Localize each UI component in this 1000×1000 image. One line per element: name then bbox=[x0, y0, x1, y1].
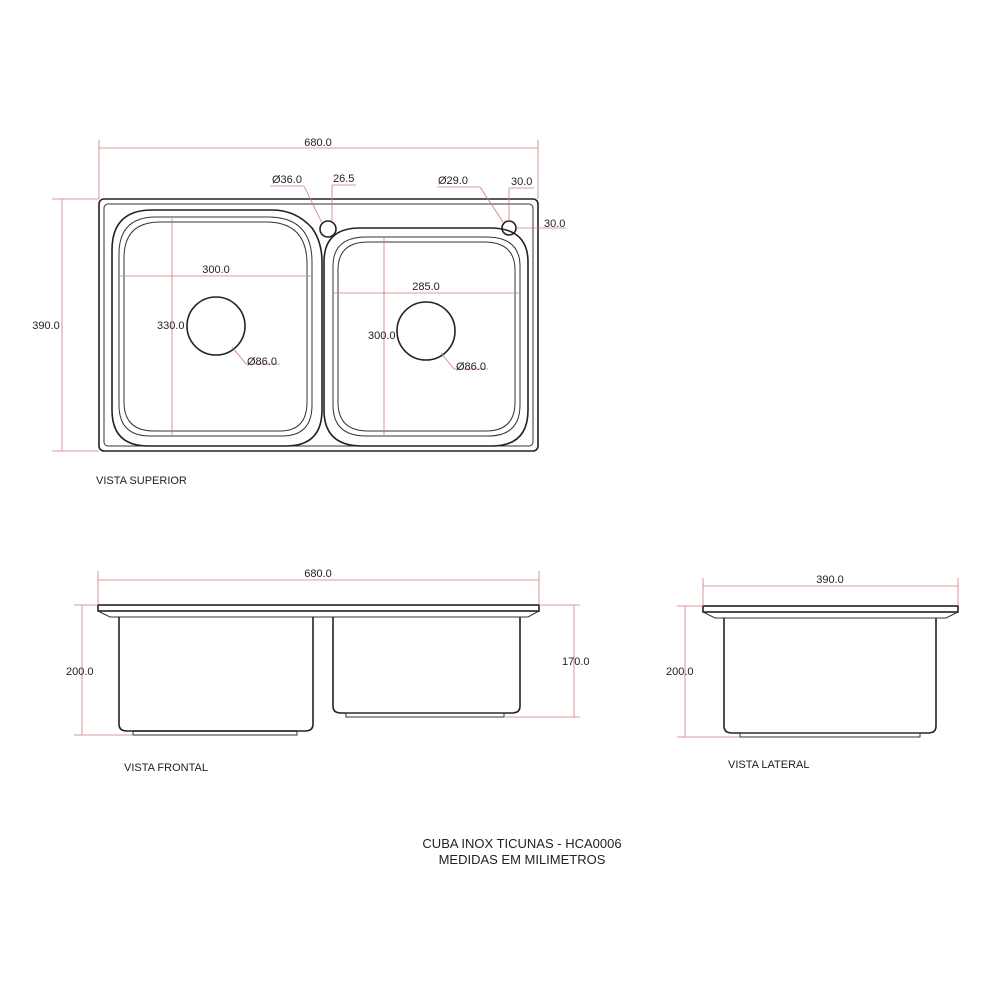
front-view-rim-lip bbox=[97, 610, 540, 618]
dim-hole2-offset-x-label: 30.0 bbox=[511, 176, 532, 188]
left-bowl-outer bbox=[111, 209, 323, 447]
front-view-rim bbox=[97, 604, 540, 612]
top-view-rim-outer bbox=[98, 198, 539, 452]
dim-bowl2-drain-label: Ø86.0 bbox=[456, 361, 486, 373]
side-view-bowl bbox=[723, 618, 937, 734]
side-view: 390.0 200.0 VISTA LATERAL bbox=[666, 574, 959, 771]
side-view-label: VISTA LATERAL bbox=[728, 759, 810, 771]
dim-top-depth-label: 390.0 bbox=[32, 320, 60, 332]
right-bowl-floor bbox=[337, 241, 516, 432]
footer-subtitle: MEDIDAS EM MILIMETROS bbox=[439, 852, 606, 867]
dim-bowl1-depth-label: 330.0 bbox=[157, 320, 185, 332]
side-view-bowl-foot bbox=[739, 732, 921, 738]
dim-hole1-leader-diag bbox=[303, 185, 323, 224]
dim-bowl1-drain-leader bbox=[231, 346, 247, 365]
footer-title: CUBA INOX TICUNAS - HCA0006 bbox=[422, 836, 621, 851]
dim-hole1-offset-label: 26.5 bbox=[333, 173, 354, 185]
front-view: 680.0 200.0 170.0 VISTA FRONTAL bbox=[66, 568, 590, 774]
dim-bowl2-width-label: 285.0 bbox=[412, 281, 440, 293]
front-left-bowl bbox=[118, 617, 314, 732]
tap-hole-1 bbox=[319, 220, 337, 238]
dim-side-height-label: 200.0 bbox=[666, 666, 694, 678]
side-view-rim-lip bbox=[702, 611, 959, 619]
dim-front-height-left-label: 200.0 bbox=[66, 666, 94, 678]
dim-front-height-right-label: 170.0 bbox=[562, 656, 590, 668]
dim-bowl2-depth-label: 300.0 bbox=[368, 330, 396, 342]
dim-hole2-diameter-label: Ø29.0 bbox=[438, 175, 468, 187]
right-bowl-outer bbox=[323, 227, 529, 447]
front-left-bowl-foot bbox=[132, 730, 298, 736]
dim-bowl1-width-label: 300.0 bbox=[202, 264, 230, 276]
right-bowl-inner bbox=[332, 236, 521, 437]
tap-hole-2 bbox=[501, 220, 517, 236]
dim-top-width-label: 680.0 bbox=[304, 137, 332, 149]
left-bowl-inner bbox=[118, 216, 313, 437]
front-right-bowl-foot bbox=[345, 712, 505, 718]
top-view-rim-inner bbox=[103, 203, 534, 447]
dim-bowl2-drain-leader bbox=[440, 352, 455, 370]
top-view-label: VISTA SUPERIOR bbox=[96, 475, 187, 487]
right-drain bbox=[396, 301, 456, 361]
top-view: 680.0 390.0 Ø36.0 26.5 Ø29.0 30.0 30.0 3… bbox=[32, 137, 566, 487]
dim-bowl1-drain-label: Ø86.0 bbox=[247, 356, 277, 368]
side-view-rim bbox=[702, 605, 959, 613]
dim-side-width-label: 390.0 bbox=[816, 574, 844, 586]
left-drain bbox=[186, 296, 246, 356]
dim-hole1-diameter-label: Ø36.0 bbox=[272, 174, 302, 186]
dim-hole2-offset-y-label: 30.0 bbox=[544, 218, 565, 230]
dim-front-width-label: 680.0 bbox=[304, 568, 332, 580]
front-view-label: VISTA FRONTAL bbox=[124, 762, 208, 774]
dim-hole2-leader-diag bbox=[479, 186, 504, 223]
front-right-bowl bbox=[332, 617, 521, 714]
left-bowl-floor bbox=[123, 221, 308, 432]
